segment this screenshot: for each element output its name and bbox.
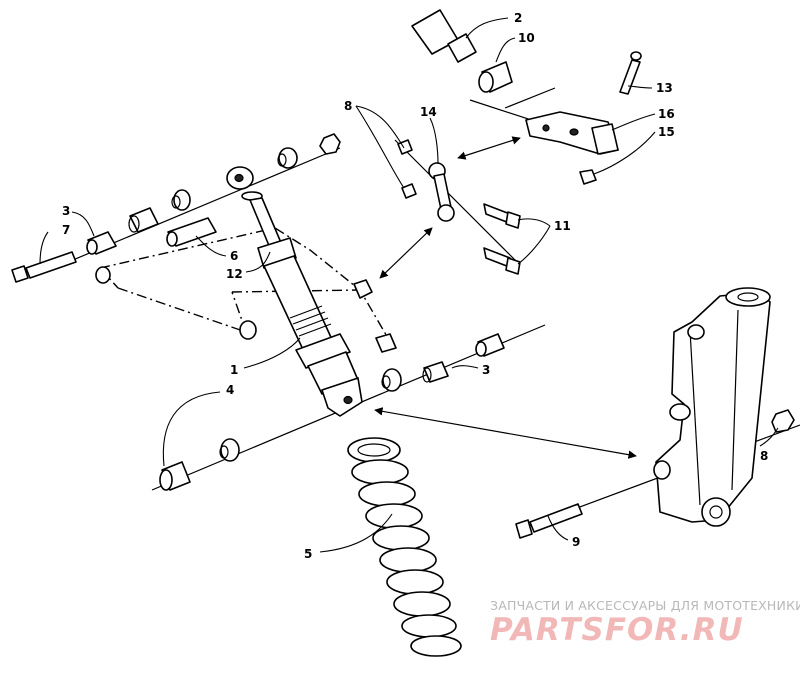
callout-13: 13 <box>656 81 673 95</box>
sway-arm <box>525 51 642 185</box>
callout-14: 14 <box>420 105 437 119</box>
shock-absorber <box>226 166 363 417</box>
callout-8-top: 8 <box>344 99 352 113</box>
a-arm-outline <box>95 227 393 346</box>
callout-3-right: 3 <box>482 363 490 377</box>
bushings-lower <box>159 333 505 491</box>
assembly-arrows <box>374 136 637 459</box>
callout-15: 15 <box>658 125 675 139</box>
callout-10: 10 <box>518 31 535 45</box>
bolt-9 <box>515 503 583 539</box>
callout-2: 2 <box>514 11 522 25</box>
coil-spring <box>347 437 462 657</box>
bolt-7 <box>11 251 77 283</box>
spindle <box>653 287 771 527</box>
callout-16: 16 <box>658 107 675 121</box>
nut-8-right <box>771 409 795 433</box>
parts-2-10 <box>411 9 513 93</box>
watermark-logo: PARTSFOR.RU <box>490 612 744 648</box>
bushings-upper <box>86 133 341 255</box>
watermark-caption: ЗАПЧАСТИ И АКСЕССУАРЫ ДЛЯ МОТОТЕХНИКИ <box>490 598 800 613</box>
callout-6: 6 <box>230 249 238 263</box>
clip-part <box>353 279 397 353</box>
callout-7: 7 <box>62 223 70 237</box>
callout-4: 4 <box>226 383 234 397</box>
callout-labels: 2 10 8 14 13 16 15 11 3 7 6 12 1 4 3 5 9… <box>62 11 768 561</box>
sway-link <box>397 139 521 275</box>
callout-5: 5 <box>304 547 312 561</box>
callout-8-right: 8 <box>760 449 768 463</box>
callout-12: 12 <box>226 267 243 281</box>
watermark: ЗАПЧАСТИ И АКСЕССУАРЫ ДЛЯ МОТОТЕХНИКИ PA… <box>490 598 800 648</box>
callout-1: 1 <box>230 363 238 377</box>
callout-11: 11 <box>554 219 571 233</box>
leader-lines <box>39 17 779 553</box>
callout-3-left: 3 <box>62 204 70 218</box>
callout-9: 9 <box>572 535 580 549</box>
